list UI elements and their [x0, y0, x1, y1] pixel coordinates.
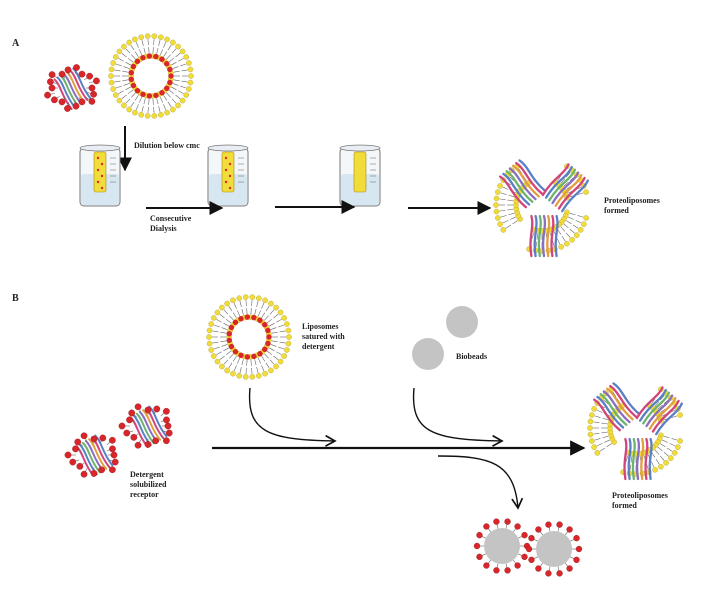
- liposome-b: [206, 294, 292, 380]
- arrow-liposome-in: [248, 387, 337, 447]
- proteoliposome-label-a: Proteoliposomes formed: [604, 196, 660, 215]
- panel-a: [44, 33, 589, 258]
- biobead-2: [412, 338, 444, 370]
- proteoliposome-label-b: Proteoliposomes formed: [612, 491, 668, 510]
- biobead-1: [446, 306, 478, 338]
- arrow-biobeads-in: [412, 387, 504, 447]
- beaker-with-dialysis-bag-1: [79, 144, 121, 207]
- arrow-biobeads-out: [437, 455, 524, 510]
- proteoliposome-a: [493, 159, 589, 258]
- dialysis-label: Consecutive Dialysis: [150, 214, 192, 233]
- detergent-loaded-biobead-1: [473, 518, 531, 574]
- dilution-label: Dilution below cmc: [134, 141, 200, 150]
- detergent-receptor-2: [118, 403, 173, 449]
- panel-label-b: B: [12, 293, 19, 304]
- beaker-with-dialysis-bag-2: [207, 144, 249, 207]
- panel-label-a: A: [12, 38, 20, 49]
- mixed-micelle-a: [44, 64, 100, 112]
- receptor-label: Detergent solubilized receptor: [130, 470, 167, 499]
- liposome-a: [108, 33, 194, 119]
- detergent-receptor-1: [64, 432, 119, 478]
- liposome-label-b: Liposomes satured with detergent: [302, 322, 345, 351]
- proteoliposome-b: [587, 382, 683, 481]
- detergent-loaded-biobead-2: [525, 521, 583, 577]
- biobeads-label: Biobeads: [456, 352, 488, 361]
- panel-b: [64, 294, 683, 577]
- beaker-with-dialysis-bag-3: [339, 144, 381, 207]
